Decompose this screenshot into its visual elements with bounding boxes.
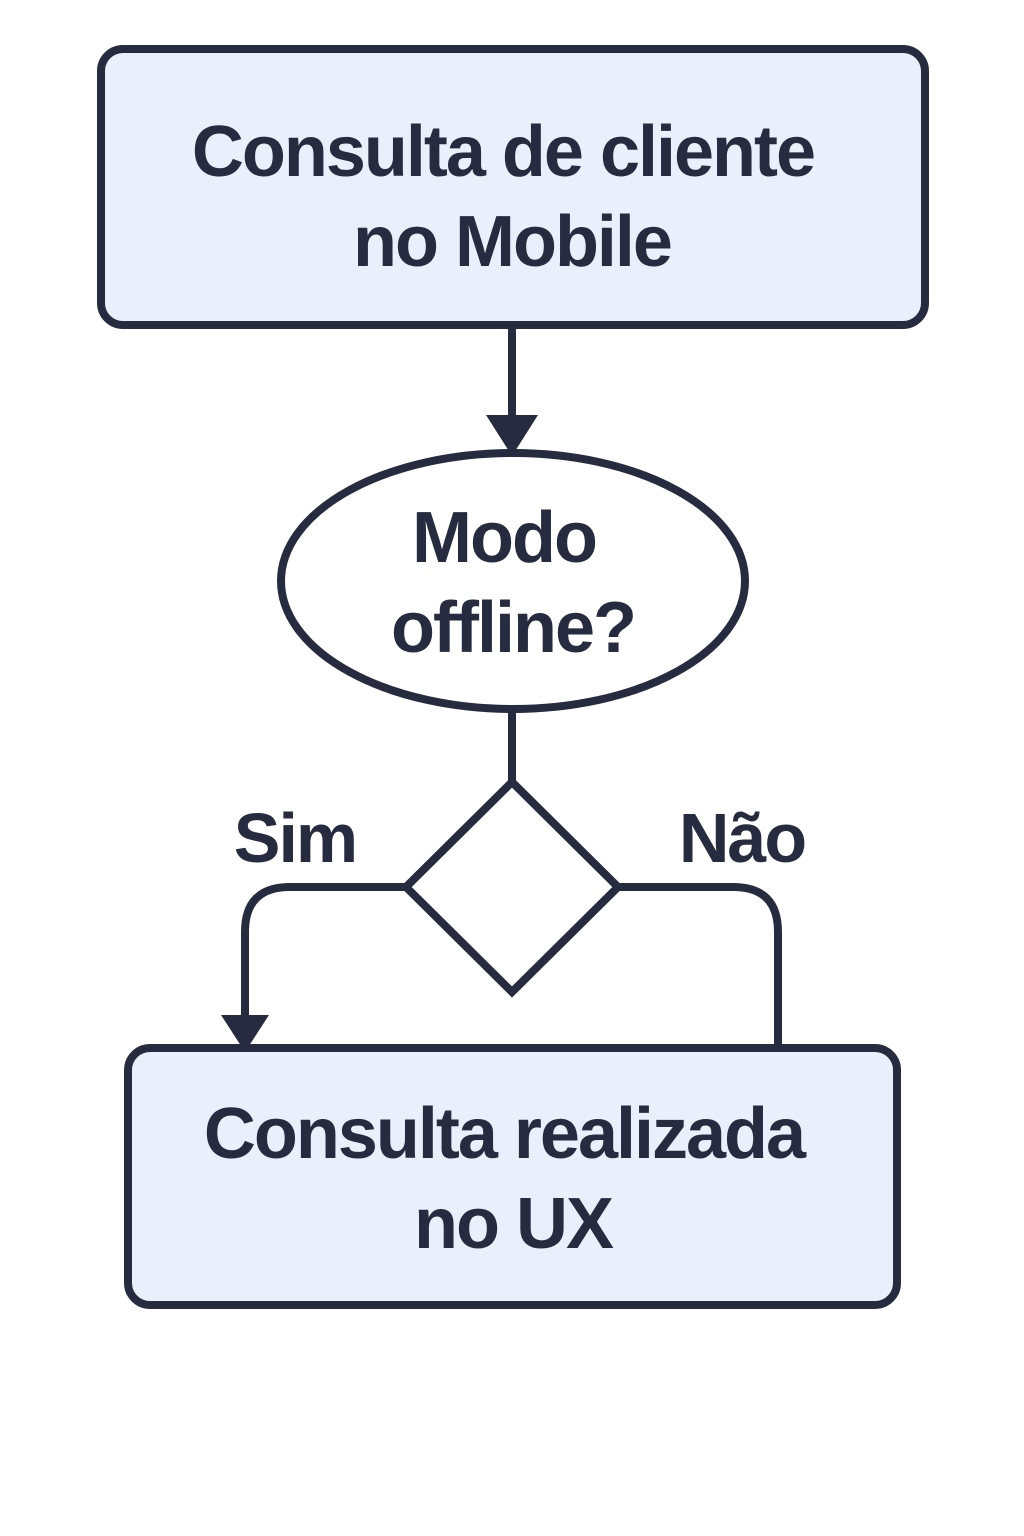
question-node: Modo offline? [277, 449, 749, 713]
question-ellipse [277, 449, 749, 713]
end-node: Consulta realizada no UX [124, 1044, 901, 1309]
start-node-label: Consulta de cliente no Mobile [192, 112, 832, 282]
start-node-box [97, 45, 929, 329]
branch-yes-label: Sim [234, 799, 356, 877]
branch-yes-path [241, 883, 406, 1016]
edge-start-to-question-arrowhead-icon [486, 415, 538, 456]
edge-start-to-question [486, 325, 538, 456]
branch-yes-arrowhead-icon [221, 1015, 269, 1052]
end-node-box [124, 1044, 901, 1309]
branch-no-path [618, 883, 782, 1050]
start-node: Consulta de cliente no Mobile [97, 45, 929, 329]
edge-branch-no: Não [618, 799, 807, 1050]
edge-branch-yes: Sim [221, 799, 406, 1052]
decision-diamond [400, 776, 624, 998]
end-node-label: Consulta realizada no UX [204, 1094, 822, 1264]
branch-no-label: Não [679, 799, 805, 877]
question-label: Modo offline? [391, 498, 635, 668]
